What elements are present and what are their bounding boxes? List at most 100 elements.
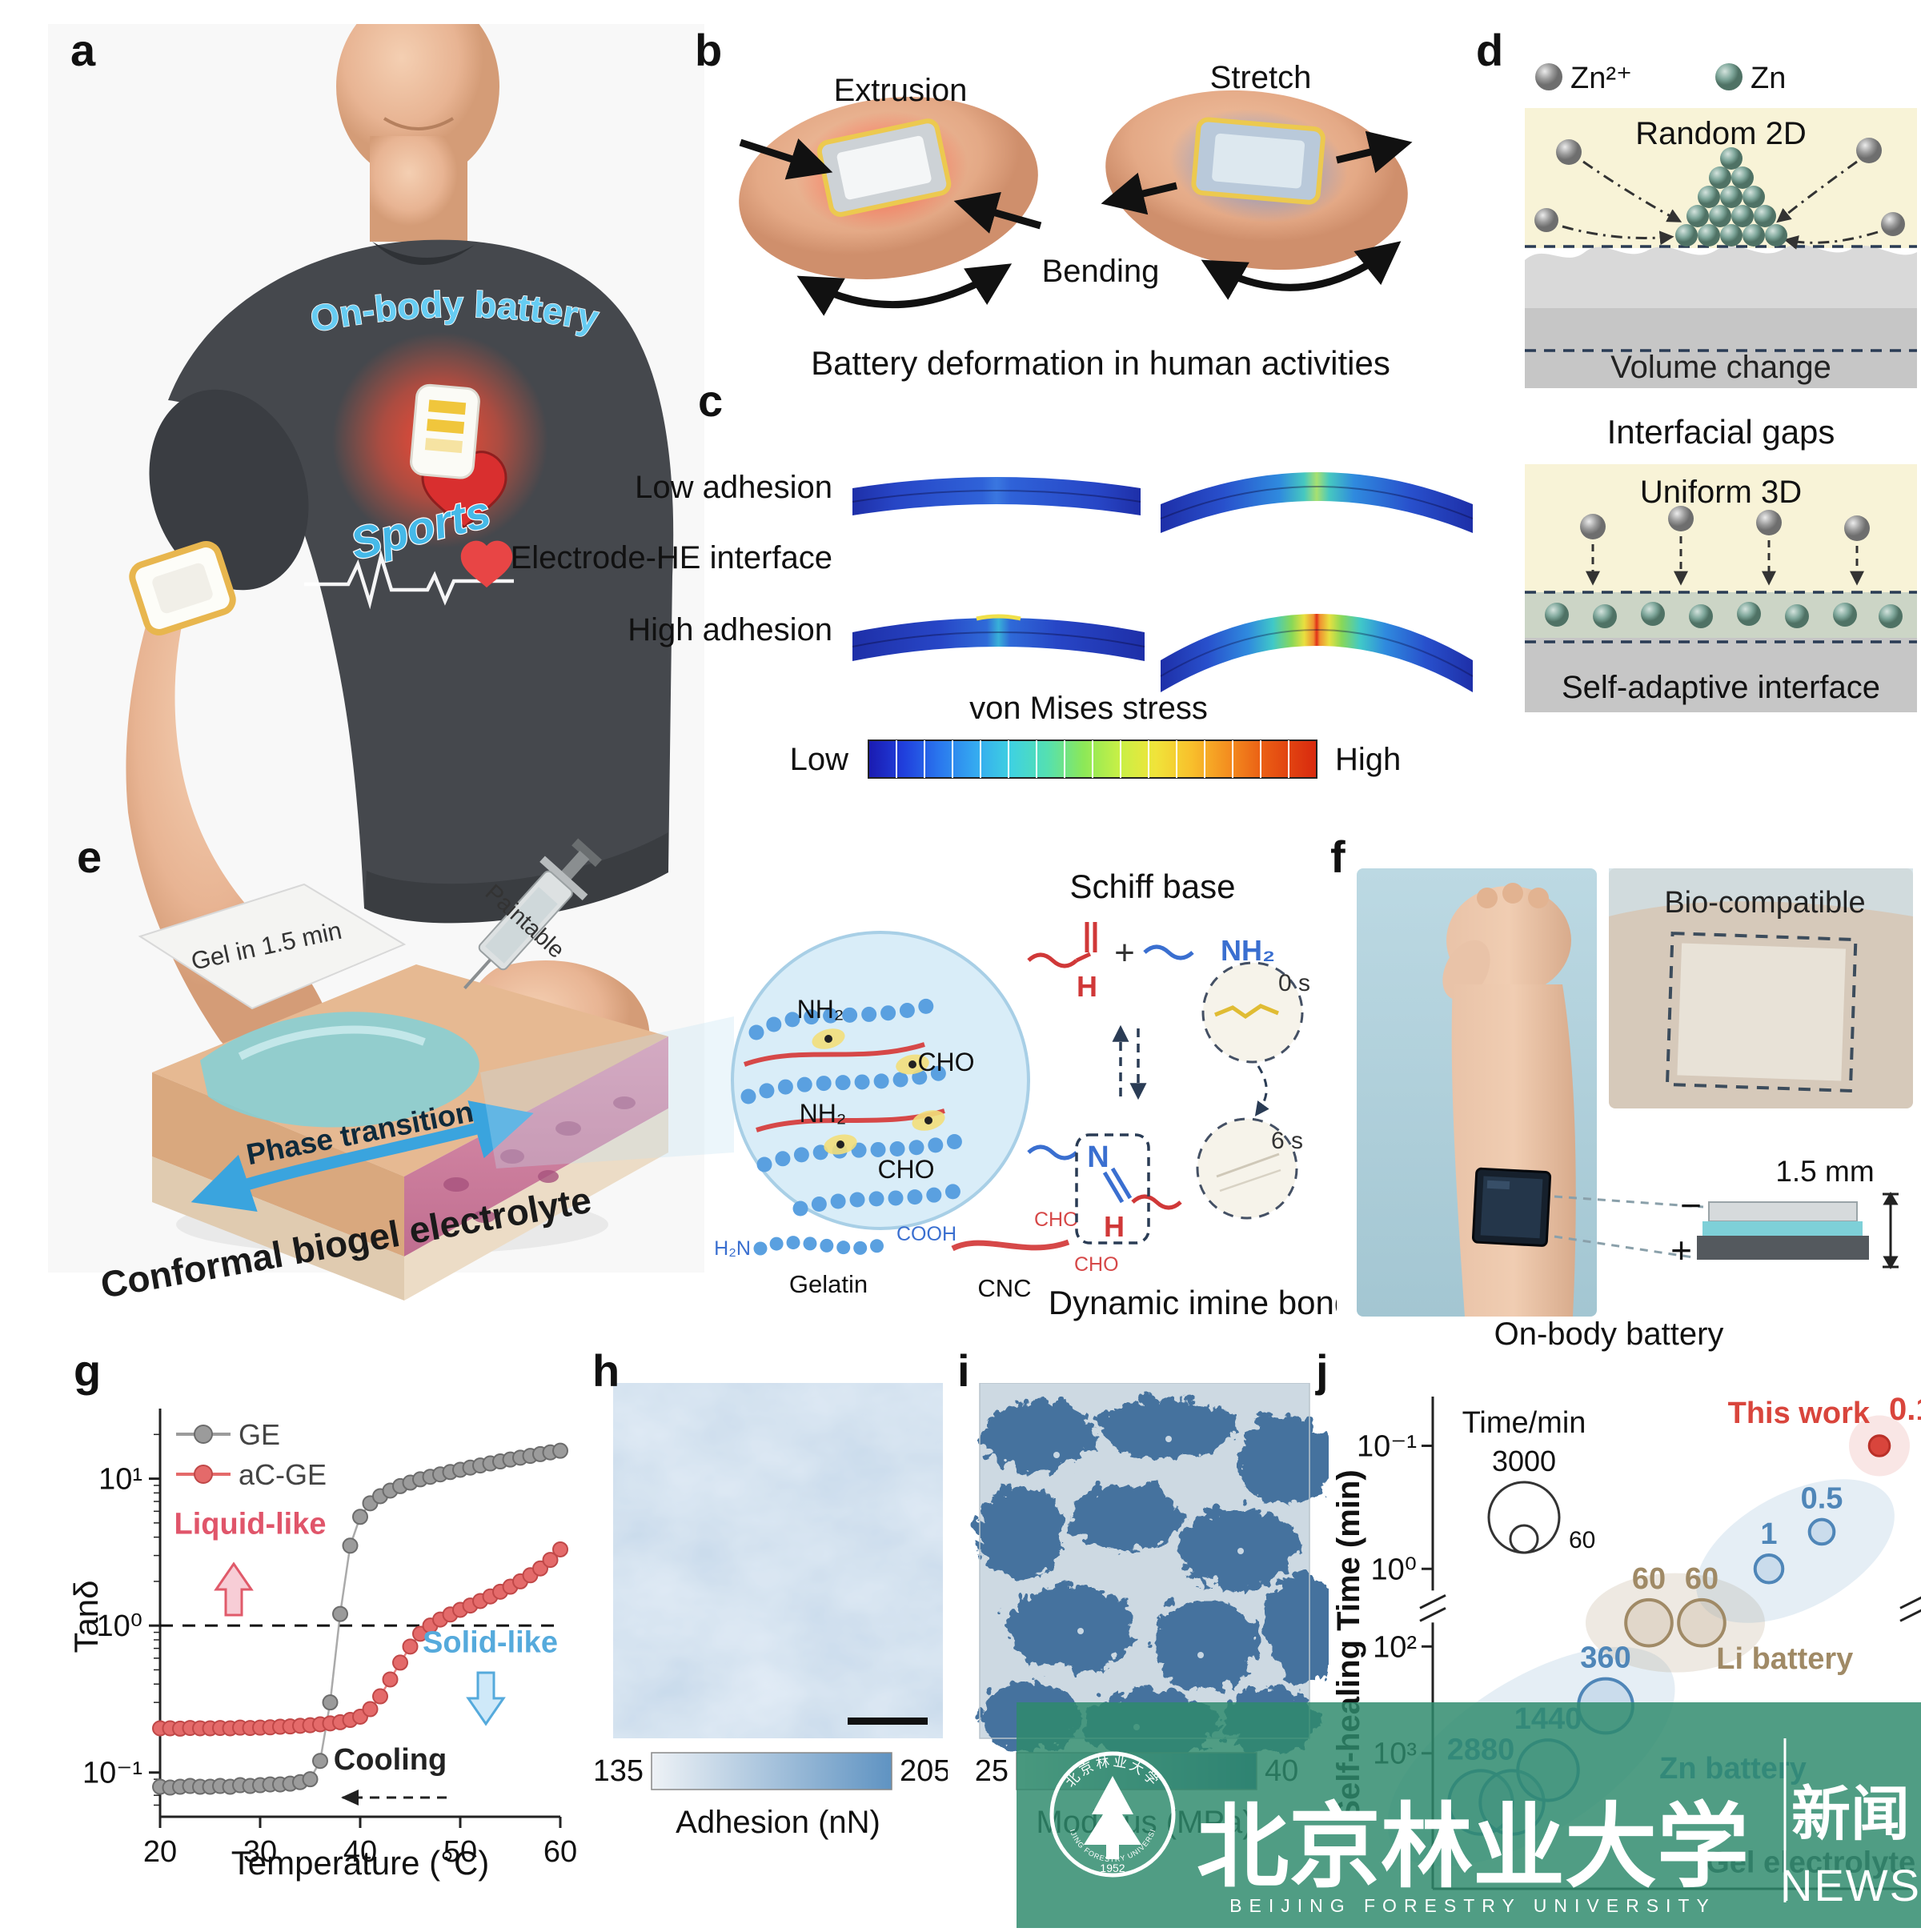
bending-arrow-right [1201, 241, 1402, 300]
extrusion-label: Extrusion [834, 73, 968, 108]
zoom-cone [480, 1016, 734, 1168]
zn-ion-label: Zn²⁺ [1570, 62, 1632, 95]
panel-e-figure: Gel in 1.5 min Paintable Phase transitio… [98, 838, 1353, 1321]
thickness-arrow [1883, 1192, 1899, 1269]
bottom-electrode [1697, 1236, 1869, 1260]
random-2d-label: Random 2D [1635, 116, 1806, 151]
gel-sheet: Gel in 1.5 min [138, 883, 407, 1010]
interface-label: Electrode-HE interface [511, 540, 832, 575]
cho-bottom-label: CHO [1074, 1253, 1119, 1276]
biocompatible-inset: Bio-compatible [1609, 868, 1913, 1108]
svg-text:30: 30 [243, 1835, 277, 1869]
modulus-image [973, 1382, 1333, 1751]
adhesion-colorbar [651, 1752, 892, 1790]
zn-sphere-icon [1715, 63, 1743, 90]
adhesion-min-label: 135 [596, 1754, 644, 1788]
interfacial-gaps-caption: Interfacial gaps [1607, 413, 1835, 451]
fea-slab-low-adhesion-1 [852, 477, 1141, 515]
aldehyde-group: H [1027, 922, 1097, 1003]
imine-n-label: N [1087, 1140, 1109, 1174]
svg-text:10⁻¹: 10⁻¹ [82, 1757, 142, 1790]
nh2-label-2: NH₂ [800, 1099, 847, 1128]
panel-b: Extrusion Stretch Bending Battery deform… [696, 24, 1441, 396]
tshirt [168, 239, 674, 920]
person-head [336, 0, 499, 242]
random-2d-diagram: Random 2D Volume change [1525, 108, 1917, 388]
healing-0s: 0 s [1201, 961, 1310, 1064]
zn-legend: Zn²⁺ Zn [1535, 62, 1786, 95]
svg-text:1: 1 [1760, 1517, 1777, 1551]
zn-ion-sphere-icon [1535, 63, 1562, 90]
imine-group: N H [1027, 1133, 1182, 1245]
extrusion-wrist [739, 97, 1042, 316]
panel-f: Bio-compatible 1.5 mm − + On-body batter… [1345, 832, 1921, 1357]
scale-bar [848, 1718, 928, 1725]
extrusion-arrow-right [953, 191, 1042, 234]
forearm [1451, 984, 1576, 1317]
svg-text:10¹: 10¹ [98, 1463, 142, 1497]
uniform-3d-diagram: Uniform 3D Self-adaptive interface [1525, 464, 1917, 712]
cho-top-label: CHO [1034, 1209, 1079, 1231]
on-body-battery-caption: On-body battery [1494, 1317, 1724, 1352]
panel-b-illustration: Extrusion Stretch Bending Battery deform… [739, 60, 1413, 382]
molecular-zoom-circle: NH₂ CHO NH₂ CHO [731, 931, 1030, 1230]
transparent-patch [1665, 932, 1858, 1093]
panel-label-h: h [592, 1345, 620, 1396]
svg-text:10²: 10² [1373, 1630, 1417, 1664]
low-adhesion-label: Low adhesion [635, 470, 832, 505]
modulus-map: 25 40 Modulus (MPa) [973, 1382, 1333, 1840]
panel-d: Zn²⁺ Zn Random 2D Volume change Inter [1489, 32, 1921, 740]
svg-text:3000: 3000 [1492, 1445, 1556, 1477]
panel-label-c: c [698, 375, 724, 426]
panel-label-e: e [77, 832, 102, 882]
imine-caption: Dynamic imine bond [1049, 1284, 1337, 1321]
panel-label-i: i [957, 1345, 970, 1396]
modulus-min-label: 25 [975, 1754, 1009, 1788]
watermark-banner: 北京林业大学 BEIJING FORESTRY UNIVERSITY 1952 … [1013, 1696, 1921, 1928]
panel-b-caption: Battery deformation in human activities [811, 344, 1390, 382]
svg-text:0.5: 0.5 [1801, 1482, 1843, 1516]
panel-label-f: f [1330, 832, 1346, 882]
zn-label: Zn [1751, 62, 1786, 95]
svg-text:Liquid-like: Liquid-like [174, 1508, 327, 1541]
gelatin-legend: H₂N COOH Gelatin [714, 1223, 956, 1298]
cho-label-1: CHO [917, 1048, 974, 1076]
panel-e: Gel in 1.5 min Paintable Phase transitio… [80, 832, 1353, 1357]
news-cn: 新闻 [1791, 1781, 1910, 1847]
plus-label: + [1670, 1229, 1692, 1271]
svg-text:10⁰: 10⁰ [1370, 1553, 1417, 1586]
arm-photo [1357, 868, 1597, 1317]
panel-i: 25 40 Modulus (MPa) [960, 1382, 1333, 1867]
svg-text:60: 60 [1632, 1562, 1666, 1596]
afm-image [613, 1383, 943, 1738]
tshirt-sleeve [149, 389, 309, 591]
stretch-arrow-right [1335, 130, 1413, 174]
cnc-label: CNC [977, 1274, 1031, 1302]
amine-group: NH₂ [1143, 934, 1275, 967]
g-x-axis-label: Temperature (°C) [231, 1844, 490, 1882]
colorbar-high-label: High [1335, 742, 1401, 777]
gelatin-label: Gelatin [789, 1270, 868, 1298]
fea-slab-low-adhesion-2 [1160, 472, 1474, 533]
uniform-3d-label: Uniform 3D [1640, 475, 1802, 510]
panel-c-figure: Low adhesion Electrode-HE interface High… [511, 470, 1474, 779]
self-adaptive-label: Self-adaptive interface [1562, 670, 1880, 705]
panel-c: Low adhesion Electrode-HE interface High… [496, 376, 1521, 808]
g-y-axis-label: Tanδ [67, 1580, 105, 1653]
nh2-label-1: NH₂ [797, 995, 844, 1024]
extrusion-arrow-left [739, 138, 833, 180]
schiff-base-scheme: Schiff base H + NH₂ N H [1027, 868, 1353, 1321]
svg-text:60: 60 [1685, 1562, 1718, 1596]
ecg-heart-icon [460, 540, 513, 588]
university-cn-name: 北京林业大学 [1197, 1796, 1749, 1898]
adhesion-max-label: 205 [900, 1754, 948, 1788]
news-en: NEWS [1780, 1860, 1921, 1910]
svg-text:10⁻¹: 10⁻¹ [1357, 1430, 1417, 1464]
imine-bond-box [1075, 1133, 1150, 1245]
aldehyde-h-label: H [1077, 970, 1097, 1003]
crosslink-sites [812, 1028, 945, 1155]
university-logo: 北京林业大学 BEIJING FORESTRY UNIVERSITY 1952 [1013, 1696, 1176, 1878]
tshirt-hem-shadow [364, 832, 668, 924]
